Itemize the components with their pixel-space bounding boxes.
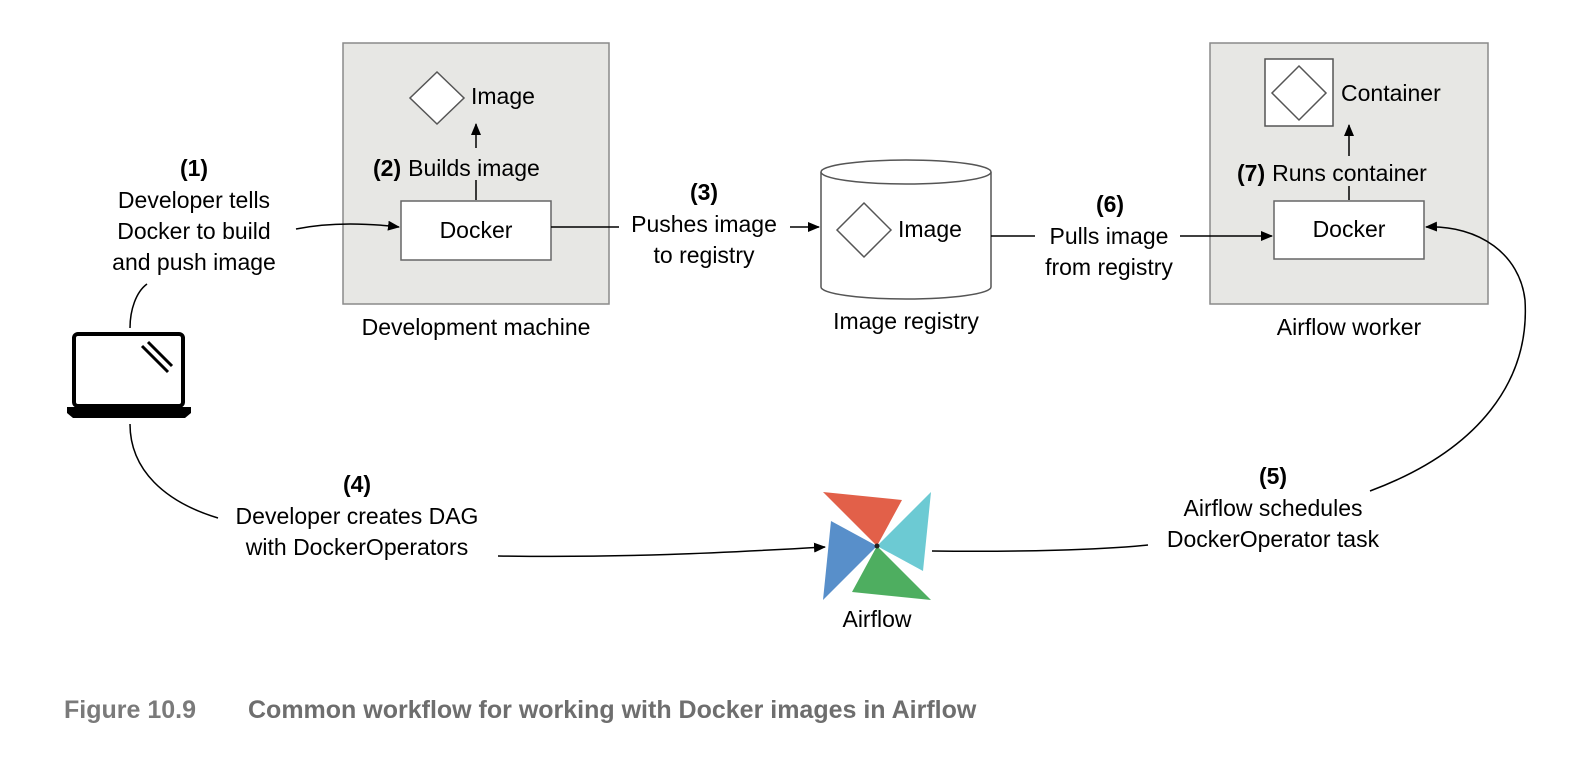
airflow-label: Airflow	[842, 606, 911, 632]
figure-title: Common workflow for working with Docker …	[248, 696, 977, 724]
development-machine-box: Image (2)Builds image Docker Development…	[342, 42, 610, 340]
step2-label: (2)Builds image	[373, 155, 540, 181]
registry-image-label: Image	[898, 216, 962, 242]
step5-line2: DockerOperator task	[1167, 526, 1380, 552]
figure-caption: Figure 10.9 Common workflow for working …	[64, 696, 977, 724]
step6-line1: Pulls image	[1050, 223, 1169, 249]
laptop-to-step1-connector	[129, 283, 148, 329]
step4-number: (4)	[343, 471, 371, 497]
worker-label: Airflow worker	[1277, 314, 1422, 340]
figure-number: Figure 10.9	[64, 696, 196, 724]
dev-machine-label: Development machine	[362, 314, 591, 340]
step1-line1: Developer tells	[118, 187, 270, 213]
dev-docker-box	[400, 200, 552, 261]
step3-line1: Pushes image	[631, 211, 777, 237]
step1-line2: Docker to build	[117, 218, 270, 244]
laptop-to-step4-connector	[129, 423, 219, 519]
image-diamond-icon	[408, 70, 466, 126]
step1-number: (1)	[180, 155, 208, 181]
step3-line2: to registry	[654, 242, 755, 268]
registry-label: Image registry	[833, 308, 979, 334]
airflow-worker-box: Container (7)Runs container Docker Airfl…	[1209, 42, 1489, 340]
step3-annotation: (3) Pushes image to registry	[631, 179, 777, 268]
step5-number: (5)	[1259, 463, 1287, 489]
step6-number: (6)	[1096, 191, 1124, 217]
container-diamond-icon	[1270, 64, 1328, 122]
step5-annotation: (5) Airflow schedules DockerOperator tas…	[1167, 463, 1380, 552]
laptop-icon	[67, 332, 191, 418]
step1-line3: and push image	[112, 249, 276, 275]
step6-line2: from registry	[1045, 254, 1173, 280]
step4-line2: with DockerOperators	[245, 534, 468, 560]
airflow-logo-icon: Airflow	[823, 492, 931, 632]
container-label: Container	[1341, 80, 1441, 106]
step5-to-worker-arrow	[1369, 221, 1527, 492]
step4-line1: Developer creates DAG	[236, 503, 479, 529]
step3-number: (3)	[690, 179, 718, 205]
step5-line1: Airflow schedules	[1184, 495, 1363, 521]
step1-annotation: (1) Developer tells Docker to build and …	[112, 155, 276, 275]
step6-annotation: (6) Pulls image from registry	[1045, 191, 1173, 280]
dev-docker-label: Docker	[440, 217, 513, 243]
dev-image-label: Image	[471, 83, 535, 109]
airflow-to-step5-connector	[931, 544, 1149, 552]
step7-label: (7)Runs container	[1237, 160, 1427, 186]
registry-image-diamond-icon	[835, 201, 893, 259]
worker-docker-label: Docker	[1313, 216, 1386, 242]
step4-annotation: (4) Developer creates DAG with DockerOpe…	[236, 471, 479, 560]
worker-docker-box	[1273, 200, 1425, 260]
step1-to-docker-arrow	[295, 220, 400, 231]
image-registry-cylinder: Image Image registry	[820, 159, 992, 334]
step4-to-airflow-arrow	[497, 542, 826, 558]
